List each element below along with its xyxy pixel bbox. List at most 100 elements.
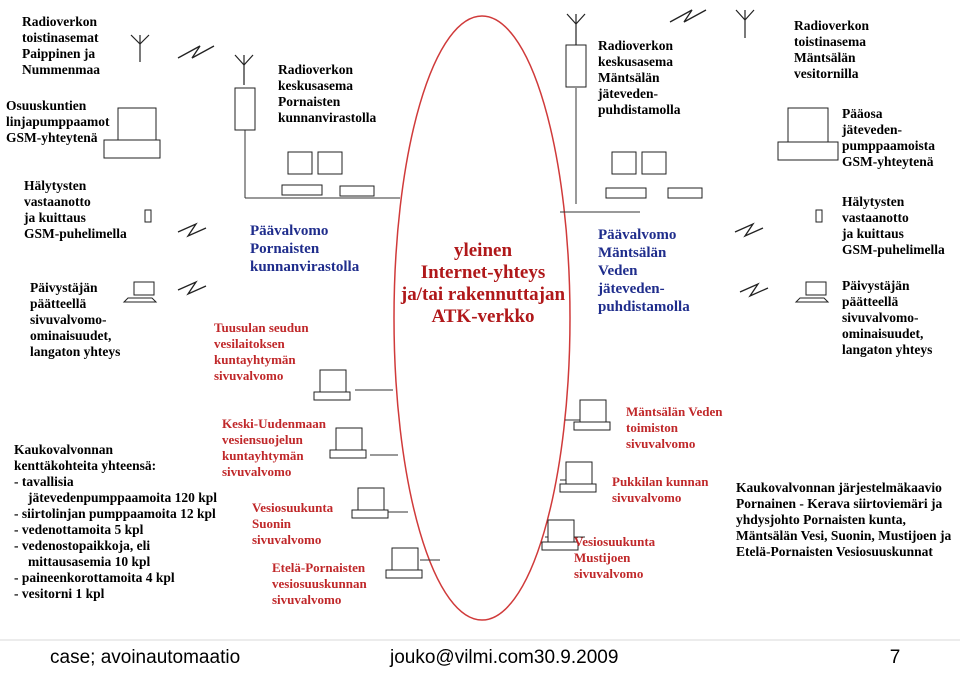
- text-line: yleinen: [453, 240, 513, 261]
- text-line: Internet-yhteys: [420, 262, 546, 283]
- antenna-icon: [566, 13, 586, 45]
- text-line: sivuvalvomo: [612, 490, 682, 505]
- text-line: Vesiosuukunta: [574, 534, 656, 549]
- text-line: automaatio: [146, 647, 241, 668]
- text-line: Päävalvomo: [598, 227, 677, 243]
- text-line: Keski-Uudenmaan: [222, 416, 327, 431]
- text-line: Mäntsälän: [598, 70, 660, 85]
- footer-left: case; avoinautomaatio: [50, 647, 240, 668]
- text-line: sivuvalvomo: [222, 464, 292, 479]
- text-line: päätteellä: [30, 296, 87, 311]
- text-line: kuntayhtymän: [214, 352, 296, 367]
- text-line: case; avoin: [50, 647, 147, 668]
- text-line: yhdysjohto Pornaisten kunta,: [736, 512, 906, 527]
- text-line: vastaanotto: [842, 210, 909, 225]
- text-line: kenttäkohteita yhteensä:: [14, 458, 157, 473]
- text-line: jäteveden-: [598, 281, 665, 297]
- text-line: ja kuittaus: [842, 226, 904, 241]
- text-line: langaton yhteys: [842, 342, 933, 357]
- workstation-icon: [385, 547, 423, 579]
- text-line: mittausasemia 10 kpl: [28, 554, 151, 569]
- text-line: GSM-yhteytenä: [842, 154, 934, 169]
- text-line: - paineenkorottamoita 4 kpl: [14, 570, 175, 585]
- text-line: Pornainen - Kerava siirtoviemäri ja: [736, 496, 943, 511]
- text-line: GSM-puhelimella: [842, 242, 945, 257]
- text-line: kuntayhtymän: [222, 448, 304, 463]
- text-line: - vesitorni 1 kpl: [14, 586, 105, 601]
- workstation-icon: [351, 487, 389, 519]
- pump-station-icon: [777, 107, 839, 161]
- laptop-icon: [122, 281, 158, 303]
- text-line: toistinasema: [794, 34, 866, 49]
- text-line: puhdistamolla: [598, 299, 690, 315]
- text-line: Nummenmaa: [22, 62, 100, 77]
- text-line: ATK-verkko: [431, 306, 535, 327]
- text-line: Radioverkon: [278, 62, 354, 77]
- radio-wave-icon: [739, 282, 769, 298]
- text-line: Pornaisten: [250, 241, 320, 257]
- text-line: sivuvalvomo: [252, 532, 322, 547]
- radio-wave-icon: [734, 222, 764, 238]
- text-line: - vedenostopaikkoja, eli: [14, 538, 151, 553]
- text-line: - siirtolinjan pumppaamoita 12 kpl: [14, 506, 216, 521]
- phone-icon: [815, 209, 823, 223]
- text-line: kunnanvirastolla: [278, 110, 377, 125]
- text-line: jäteveden-: [598, 86, 658, 101]
- footer-page-number: 7: [889, 647, 901, 668]
- text-line: Pornaisten: [278, 94, 341, 109]
- control-room-left-icon: [281, 151, 375, 197]
- radio-unit-icon: [565, 44, 587, 88]
- text-line: Kaukovalvonnan: [14, 442, 114, 457]
- text-line: linjapumppaamot: [6, 114, 110, 129]
- workstation-icon: [329, 427, 367, 459]
- workstation-icon: [559, 461, 597, 493]
- workstation-icon: [313, 369, 351, 401]
- text-line: jouko@vilmi.com: [390, 647, 534, 668]
- text-line: Mäntsälän: [598, 245, 667, 261]
- radio-wave-icon: [177, 222, 207, 238]
- text-line: jätevedenpumppaamoita 120 kpl: [28, 490, 218, 505]
- text-line: Etelä-Pornaisten Vesiosuuskunnat: [736, 544, 933, 559]
- antenna-icon: [130, 34, 150, 62]
- text-line: sivuvalvomo-: [842, 310, 919, 325]
- antenna-icon: [234, 54, 254, 85]
- workstation-icon: [573, 399, 611, 431]
- text-line: Päivystäjän: [30, 280, 98, 295]
- text-line: GSM-puhelimella: [24, 226, 127, 241]
- text-line: Päävalvomo: [250, 223, 329, 239]
- text-line: ominaisuudet,: [30, 328, 112, 343]
- text-line: vesiensuojelun: [222, 432, 303, 447]
- text-line: sivuvalvomo: [626, 436, 696, 451]
- text-line: toimiston: [626, 420, 678, 435]
- text-line: kunnanvirastolla: [250, 259, 360, 275]
- text-line: sivuvalvomo: [214, 368, 284, 383]
- laptop-icon: [794, 281, 830, 303]
- pump-station-icon: [103, 107, 161, 159]
- text-line: toistinasemat: [22, 30, 99, 45]
- text-line: pumppaamoista: [842, 138, 936, 153]
- radio-wave-icon: [177, 280, 207, 296]
- workstation-icon: [541, 519, 579, 551]
- text-line: Päivystäjän: [842, 278, 910, 293]
- text-line: Radioverkon: [22, 14, 98, 29]
- text-line: Veden: [598, 263, 638, 279]
- text-line: Hälytysten: [24, 178, 87, 193]
- text-line: vastaanotto: [24, 194, 91, 209]
- text-line: 30.9.2009: [533, 647, 619, 668]
- text-line: langaton yhteys: [30, 344, 121, 359]
